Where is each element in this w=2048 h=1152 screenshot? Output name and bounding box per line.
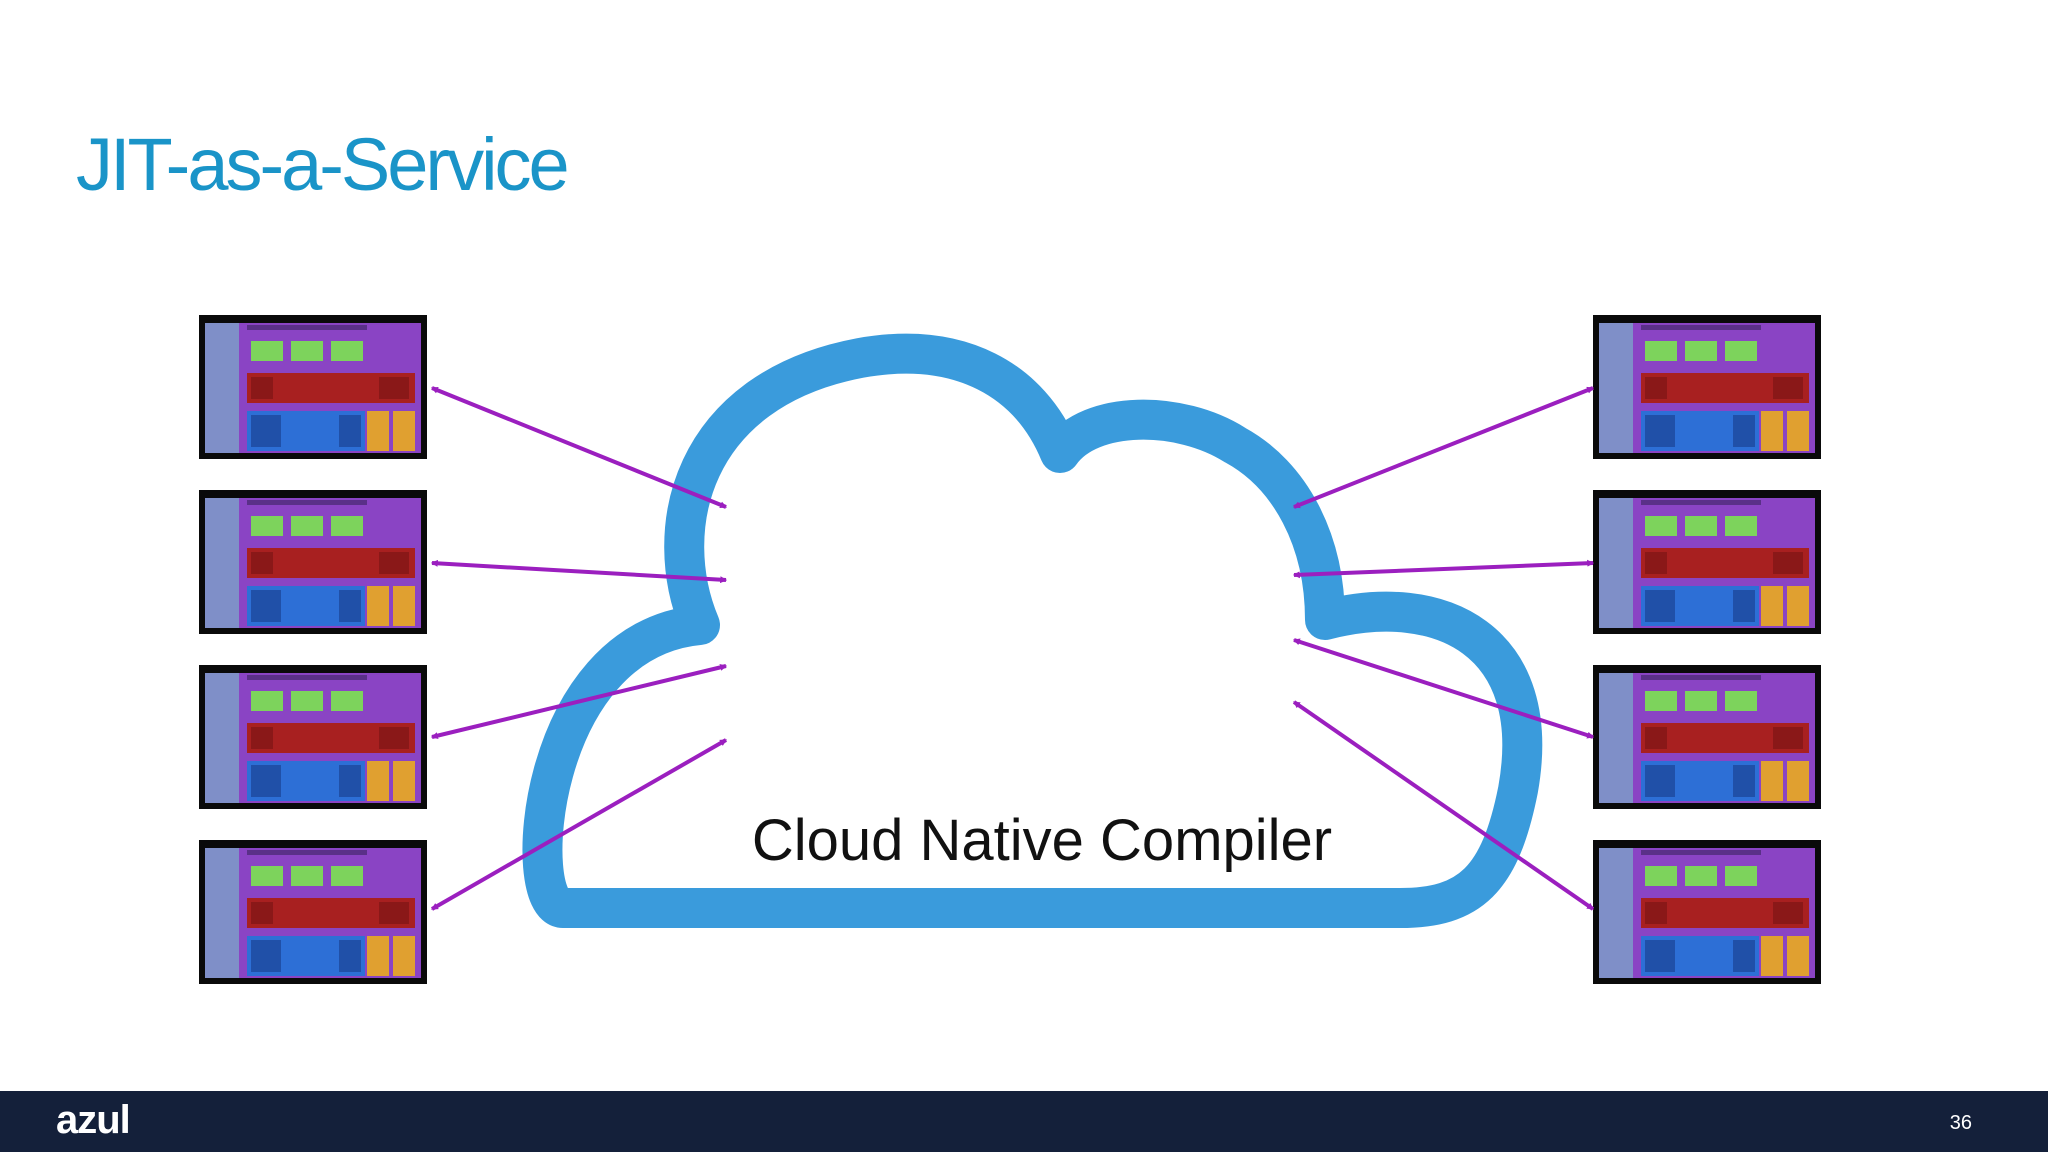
client-jvm-thumbnail-left-2 [199, 490, 427, 634]
page-number: 36 [1949, 1112, 1972, 1134]
connection-arrow-right-1 [1292, 386, 1595, 509]
client-jvm-thumbnail-right-2 [1593, 490, 1821, 634]
slide-title: JIT-as-a-Service [76, 123, 570, 206]
connection-arrow-left-4 [430, 738, 728, 911]
connection-arrow-left-2 [430, 559, 728, 584]
client-jvm-thumbnail-left-4 [199, 840, 427, 984]
client-jvm-thumbnail-right-1 [1593, 315, 1821, 459]
azul-logo: azul [56, 1098, 131, 1142]
connection-arrow-left-1 [430, 386, 728, 509]
connection-arrow-left-3 [430, 663, 728, 740]
client-jvm-thumbnail-right-3 [1593, 665, 1821, 809]
client-jvm-thumbnail-left-3 [199, 665, 427, 809]
client-jvm-thumbnail-left-1 [199, 315, 427, 459]
footer-bar [0, 1091, 2048, 1152]
cloud-label: Cloud Native Compiler [752, 808, 1332, 873]
connection-arrow-right-2 [1292, 559, 1595, 579]
jit-service-diagram: Cloud Native Compiler [199, 315, 1821, 984]
connection-arrow-right-4 [1292, 700, 1595, 911]
client-jvm-thumbnail-right-4 [1593, 840, 1821, 984]
